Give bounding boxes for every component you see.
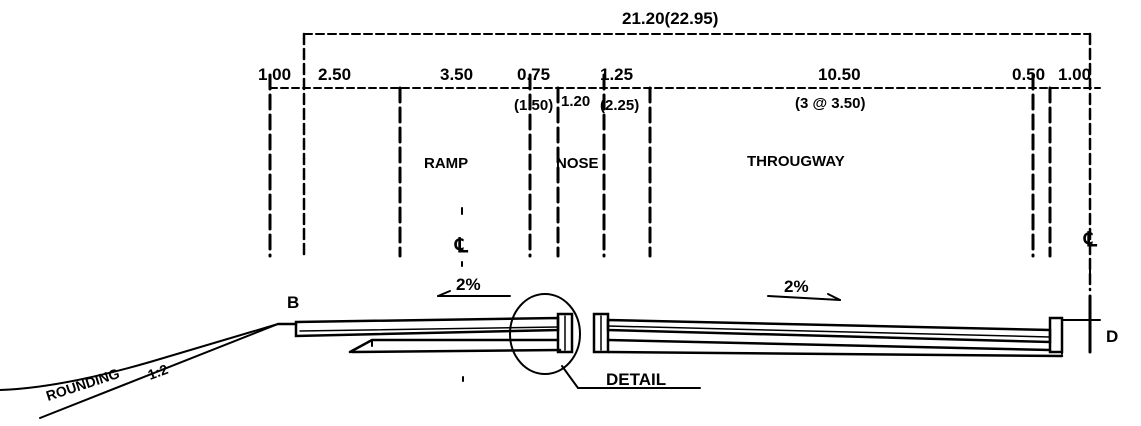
lane-dim-2: 2.50: [318, 65, 351, 84]
ramp-subbase-line: [350, 348, 562, 354]
ramp-centerline-icon: ℄: [454, 235, 469, 257]
lane-dim-7: 0.50: [1012, 65, 1045, 84]
sub-dim-2: 1.20: [561, 93, 590, 110]
throughway-pavement-layer: [607, 325, 1051, 338]
slope-right-label: 2%: [784, 277, 809, 296]
slope-arrow-right: [767, 295, 841, 301]
lane-dim-5: 1.25: [600, 65, 633, 84]
throughway-subbase-line: [606, 350, 1064, 358]
label-throughway: THROUGWAY: [747, 153, 845, 170]
marker-left: B: [287, 293, 299, 312]
detail-label: DETAIL: [606, 370, 666, 389]
rounding-curve: [0, 323, 279, 391]
main-centerline-icon: ℄: [1083, 229, 1098, 251]
detail-circle: [509, 293, 581, 375]
lane-dim-1: 1.00: [258, 65, 291, 84]
right-curb: [592, 312, 610, 354]
lane-dim-3: 3.50: [440, 65, 473, 84]
side-slope-line: [39, 323, 279, 419]
sub-dim-1: (1.50): [514, 97, 553, 114]
side-slope-label: 1:2: [146, 361, 171, 383]
sub-dim-4: (3 @ 3.50): [795, 95, 866, 112]
label-ramp: RAMP: [424, 155, 468, 172]
sub-dim-3: (2.25): [600, 97, 639, 114]
slope-left-label: 2%: [456, 275, 481, 294]
slope-arrow-right-head: [827, 293, 841, 301]
lane-dim-4: 0.75: [517, 65, 550, 84]
rounding-label: ROUNDING: [44, 365, 122, 404]
marker-right: D: [1106, 327, 1118, 346]
detail-leader: [561, 365, 701, 389]
slope-arrow-left-head: [437, 290, 451, 297]
right-edge-curb: [1048, 316, 1064, 354]
left-curb: [556, 312, 574, 354]
ramp-pavement-layer: [299, 326, 559, 332]
lane-dim-8: 1.00: [1058, 65, 1091, 84]
label-nose: NOSE: [556, 155, 599, 172]
lane-dim-6: 10.50: [818, 65, 861, 84]
overall-dimension-label: 21.20(22.95): [622, 9, 718, 28]
throughway-base-layer: [606, 338, 1052, 352]
